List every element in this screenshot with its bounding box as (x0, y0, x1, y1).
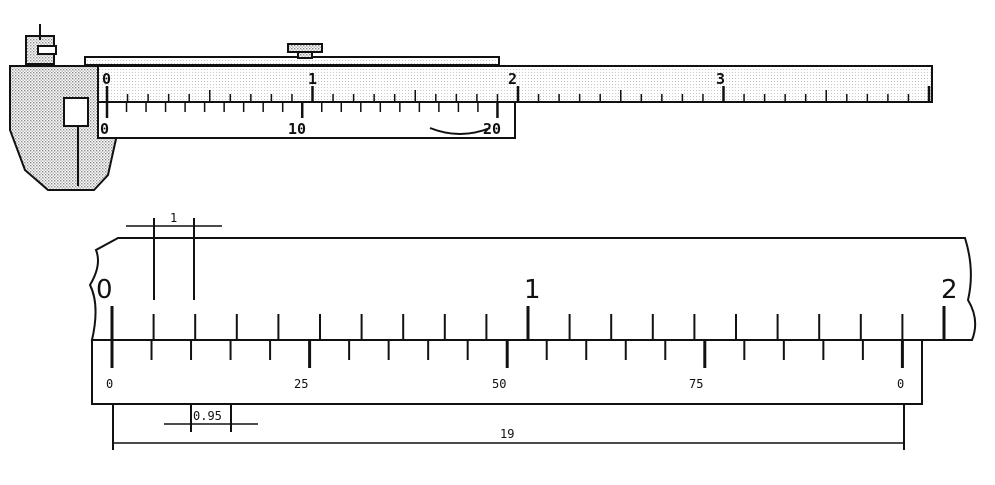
top-main-scale-ticks (105, 86, 931, 102)
detail-main-label-2: 2 (941, 275, 958, 305)
detail-vernier-label-25: 25 (294, 377, 308, 391)
top-main-label-3: 3 (716, 70, 725, 88)
dimension-vernier-offset: 0.95 (164, 404, 258, 432)
top-caliper: 0 1 2 3 0 10 20 (9, 24, 933, 191)
dimension-vernier-offset-label: 0.95 (193, 409, 222, 423)
top-vernier-ticks (105, 102, 499, 118)
detail-vernier-label-50: 50 (492, 377, 506, 391)
detail-main-label-1: 1 (524, 275, 541, 305)
jaw-slot (63, 97, 89, 127)
detail-main-label-0: 0 (96, 275, 113, 305)
dimension-main-division-label: 1 (170, 211, 177, 225)
bottom-detail: 0 1 2 0 25 50 75 0 1 0.95 19 (88, 211, 977, 450)
top-main-label-1: 1 (308, 70, 317, 88)
dimension-vernier-total-label: 19 (500, 427, 514, 441)
top-vernier-label-0: 0 (100, 120, 109, 138)
lock-pin (25, 24, 57, 65)
dimension-vernier-total: 19 (112, 404, 905, 450)
thumb-screw (287, 43, 323, 59)
detail-vernier-ticks (110, 340, 904, 368)
detail-main-scale-ticks (110, 306, 946, 340)
top-vernier-label-20: 20 (483, 120, 501, 138)
top-main-label-2: 2 (508, 70, 517, 88)
detail-vernier-label-0: 0 (106, 377, 113, 391)
dimension-main-division: 1 (126, 211, 222, 300)
detail-vernier-label-end: 0 (897, 377, 904, 391)
top-vernier-label-10: 10 (288, 120, 306, 138)
top-main-label-0: 0 (102, 70, 111, 88)
depth-rod (84, 56, 500, 66)
detail-vernier-label-75: 75 (689, 377, 703, 391)
vernier-slider (97, 101, 516, 139)
thumb-grip (429, 127, 491, 135)
